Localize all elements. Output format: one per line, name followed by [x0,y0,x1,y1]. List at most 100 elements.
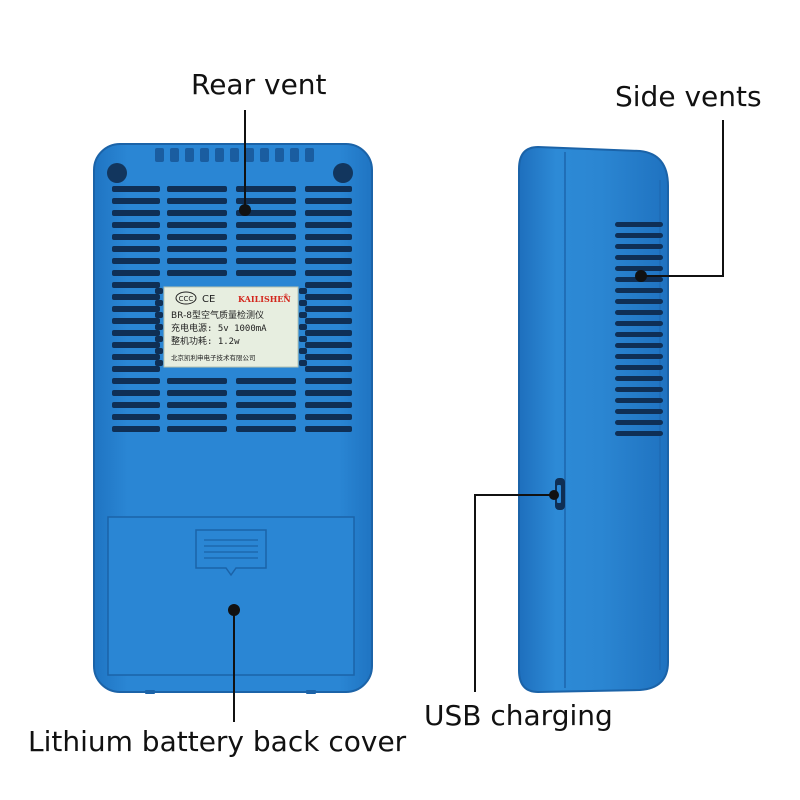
label-cert-mark: CCC [179,295,194,303]
side-vents-leader [643,120,724,277]
side-vent-slot [615,299,663,304]
rear-vent-grille [112,186,352,432]
side-vent-grille [615,222,663,436]
rear-vent-slot [236,390,296,396]
rear-vent-slot [305,270,352,276]
rear-vent-slot [167,390,227,396]
rear-vent-slot [167,186,227,192]
side-vent-slot [615,365,663,370]
rear-vent-slot [305,234,352,240]
callout-lines [233,110,724,722]
rear-vent-slot [112,246,160,252]
rear-vent-slot [236,210,296,216]
label-power-line: 充电电源: 5v 1000mA [171,322,267,334]
rear-vent-slot [236,414,296,420]
rear-vent-slot [112,318,160,324]
rear-vent-slot [305,414,352,420]
rear-vent-slot [236,426,296,432]
callout-battery-cover: Lithium battery back cover [28,725,407,758]
rear-vent-slot [155,336,163,342]
rear-vent-slot [112,366,160,372]
side-vent-slot [615,222,663,227]
top-notch-slots [155,148,314,162]
rear-vent-slot [112,426,160,432]
rear-vent-slot [112,402,160,408]
rear-vent-slot [112,270,160,276]
rear-vent-slot [167,234,227,240]
rear-vent-slot [112,222,160,228]
label-ce-mark: CE [202,294,215,305]
device-side-view [518,145,669,694]
side-vent-slot [615,332,663,337]
side-vent-slot [615,343,663,348]
rear-vent-slot [112,414,160,420]
rear-vent-slot [112,294,160,300]
rear-vent-slot [236,402,296,408]
usb-charging-dot [549,490,559,500]
rear-vent-slot [112,378,160,384]
rear-vent-slot [236,198,296,204]
rear-vent-slot [299,360,307,366]
rear-vent-slot [305,246,352,252]
rear-vent-slot [305,402,352,408]
rear-vent-slot [167,414,227,420]
rear-vent-slot [305,210,352,216]
label-model-line: BR-8型空气质量检测仪 [171,309,264,321]
battery-cover [107,516,355,676]
rear-vent-slot [112,258,160,264]
rear-vent-slot [236,378,296,384]
rear-vent-slot [299,312,307,318]
rear-vent-slot [112,210,160,216]
rear-vent-slot [236,234,296,240]
rear-vent-slot [305,354,352,360]
callout-side-vents: Side vents [615,80,762,113]
rear-vent-slot [167,258,227,264]
device-back-view: CCC CE KAILISHEN ® BR-8型空气质量检测仪 充电电源: 5v… [93,143,373,694]
side-vent-slot [615,376,663,381]
label-consumption-line: 整机功耗: 1.2w [171,335,240,347]
rear-vent-slot [305,318,352,324]
device-side-body [518,145,669,694]
rear-vent-slot [112,234,160,240]
rear-vent-slot [112,282,160,288]
label-maker-line: 北京凯利申电子技术有限公司 [171,353,256,362]
rear-vent-slot [167,402,227,408]
side-vent-slot [615,431,663,436]
side-vent-slot [615,354,663,359]
rear-vent-slot [236,186,296,192]
side-vent-slot [615,321,663,326]
rear-vent-slot [167,198,227,204]
side-vent-slot [615,310,663,315]
rear-vent-slot [112,354,160,360]
rear-vent-slot [305,426,352,432]
side-vent-slot [615,420,663,425]
battery-cover-dot [228,604,240,616]
side-vent-slot [615,398,663,403]
callout-rear-vent: Rear vent [191,68,327,101]
side-vent-slot [615,288,663,293]
rear-vent-slot [112,390,160,396]
rear-vent-slot [167,426,227,432]
rear-vent-slot [112,342,160,348]
side-vent-slot [615,387,663,392]
rear-vent-slot [305,330,352,336]
rear-vent-slot [305,282,352,288]
rear-vent-slot [236,222,296,228]
rear-vent-slot [155,360,163,366]
rear-vent-slot [155,288,163,294]
rear-vent-slot [155,312,163,318]
label-registered: ® [283,293,289,300]
rear-vent-slot [155,300,163,306]
rear-vent-slot [305,198,352,204]
rear-vent-slot [299,300,307,306]
rear-vent-slot [155,348,163,354]
usb-charging-leader [474,494,554,692]
rear-vent-slot [167,270,227,276]
rear-vent-slot [112,330,160,336]
rear-vent-slot [305,390,352,396]
rear-vent-slot [299,348,307,354]
side-vent-slot [615,233,663,238]
screw-hole-left [107,163,127,183]
rear-vent-dot [239,204,251,216]
